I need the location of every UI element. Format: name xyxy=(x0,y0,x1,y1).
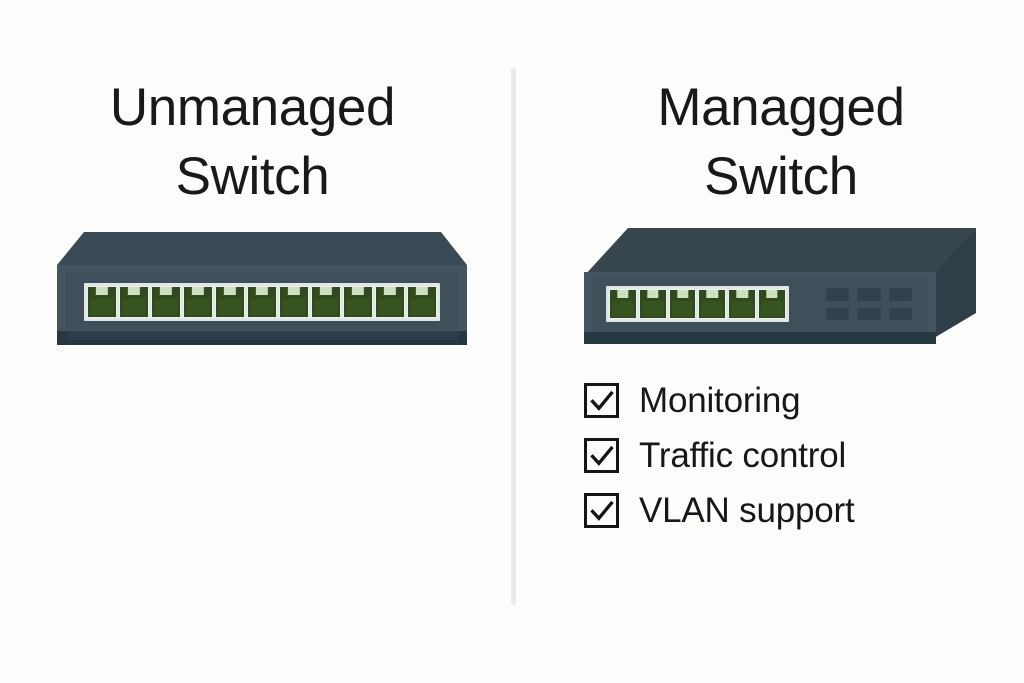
ethernet-port xyxy=(87,286,117,318)
vent-slot xyxy=(857,307,881,320)
vent-slot xyxy=(888,288,912,301)
ethernet-port xyxy=(183,286,213,318)
ethernet-port xyxy=(609,289,637,319)
feature-checkbox[interactable] xyxy=(584,383,619,418)
vent-slot xyxy=(826,288,850,301)
checkmark-icon xyxy=(589,445,614,466)
ethernet-port xyxy=(638,289,667,319)
feature-label: Monitoring xyxy=(639,381,801,420)
feature-item[interactable]: VLAN support xyxy=(584,483,964,538)
vent-grid xyxy=(826,288,912,320)
switch-top-face xyxy=(57,232,467,268)
checkmark-icon xyxy=(589,500,614,521)
switch-base xyxy=(584,332,936,344)
vent-slot xyxy=(888,307,912,320)
managed-switch-panel: Managged Switch xyxy=(516,0,1024,683)
ethernet-port xyxy=(758,289,786,319)
feature-checkbox[interactable] xyxy=(584,493,619,528)
unmanaged-switch-illustration xyxy=(57,232,467,345)
vertical-divider xyxy=(511,68,516,605)
managed-switch-title: Managged Switch xyxy=(657,78,905,206)
switch-top-face xyxy=(584,228,976,276)
ethernet-port-strip xyxy=(84,283,440,321)
ethernet-port xyxy=(215,286,245,318)
ethernet-port xyxy=(151,286,181,318)
ethernet-port xyxy=(343,286,373,318)
vent-slot xyxy=(857,288,881,301)
feature-label: Traffic control xyxy=(639,436,847,475)
managed-switch-illustration xyxy=(584,228,976,345)
feature-item[interactable]: Monitoring xyxy=(584,373,964,428)
ethernet-port xyxy=(668,289,697,319)
feature-label: VLAN support xyxy=(639,491,855,530)
ethernet-port xyxy=(119,286,149,318)
vent-slot xyxy=(826,307,850,320)
ethernet-port xyxy=(375,286,405,318)
ethernet-port-strip xyxy=(606,286,789,322)
unmanaged-switch-title: Unmanaged Switch xyxy=(109,78,396,206)
ethernet-port xyxy=(407,286,437,318)
ethernet-port xyxy=(728,289,757,319)
switch-base-inset xyxy=(66,331,458,340)
ethernet-port xyxy=(698,289,727,319)
ethernet-port xyxy=(279,286,309,318)
ethernet-port xyxy=(247,286,277,318)
ethernet-port xyxy=(311,286,341,318)
feature-item[interactable]: Traffic control xyxy=(584,428,964,483)
feature-checkbox[interactable] xyxy=(584,438,619,473)
unmanaged-switch-panel: Unmanaged Switch xyxy=(0,0,511,683)
checkmark-icon xyxy=(589,390,614,411)
